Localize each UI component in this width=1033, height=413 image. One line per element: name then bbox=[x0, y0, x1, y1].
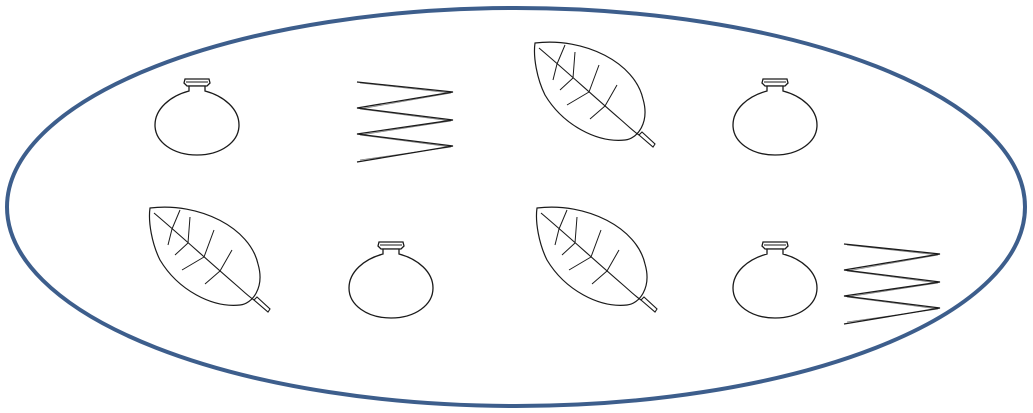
zigzag-icon bbox=[357, 82, 453, 162]
pot-icon bbox=[733, 79, 817, 155]
pot-icon bbox=[349, 242, 433, 318]
pot-icon bbox=[155, 79, 239, 155]
pot-icon bbox=[733, 242, 817, 318]
leaf-icon bbox=[534, 42, 655, 147]
zigzag-icon bbox=[844, 244, 940, 324]
leaf-icon bbox=[149, 207, 270, 312]
leaf-icon bbox=[536, 207, 657, 312]
